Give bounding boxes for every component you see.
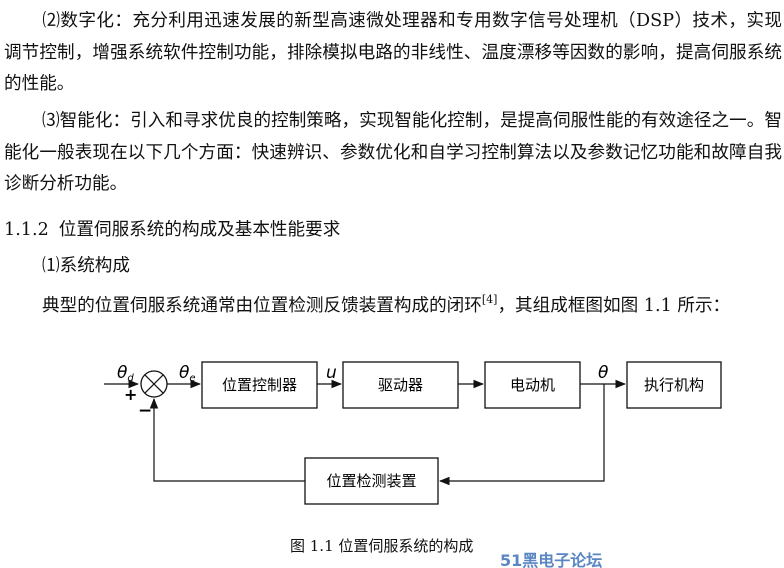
paragraph-typical-system: 典型的位置伺服系统通常由位置检测反馈装置构成的闭环[4]，其组成框图如图 1.1… xyxy=(4,284,782,323)
sign-minus: − xyxy=(138,401,152,421)
section-number: 1.1.2 xyxy=(4,220,49,240)
citation-ref[interactable]: [4] xyxy=(481,293,498,306)
label-driver: 驱动器 xyxy=(378,376,423,394)
block-driver xyxy=(342,361,459,409)
paragraph-typical-text: 典型的位置伺服系统通常由位置检测反馈装置构成的闭环 xyxy=(42,296,482,316)
block-diagram: 位置控制器 驱动器 电动机 执行机构 位置检测装置 θd θe u θ + − xyxy=(104,361,722,505)
feedback-down-line xyxy=(438,384,605,486)
paragraph-intelligence: ⑶智能化：引入和寻求优良的控制策略，实现智能化控制，是提高伺服性能的有效途径之一… xyxy=(4,106,782,201)
figure-caption: 图 1.1 位置伺服系统的构成 xyxy=(290,537,474,555)
section-heading: 1.1.2 位置伺服系统的构成及基本性能要求 xyxy=(4,216,340,244)
section-title: 位置伺服系统的构成及基本性能要求 xyxy=(58,220,341,240)
label-actuator: 执行机构 xyxy=(644,376,704,394)
signal-control-u: u xyxy=(326,363,337,383)
paragraph-digitization-text: ⑵数字化：充分利用迅速发展的新型高速微处理器和专用数字信号处理机（DSP）技术，… xyxy=(4,11,782,94)
label-motor: 电动机 xyxy=(510,376,555,394)
block-position-controller xyxy=(201,361,318,409)
feedback-return-line xyxy=(149,397,305,482)
block-motor xyxy=(484,361,581,409)
label-position-sensor: 位置检测装置 xyxy=(326,472,416,490)
subheading-system-composition: ⑴系统构成 xyxy=(42,256,130,276)
summing-junction xyxy=(140,370,168,398)
signal-output-theta: θ xyxy=(598,363,609,383)
signal-error-theta: θe xyxy=(179,363,196,384)
block-actuator xyxy=(626,361,722,409)
paragraph-digitization: ⑵数字化：充分利用迅速发展的新型高速微处理器和专用数字信号处理机（DSP）技术，… xyxy=(4,6,782,101)
watermark-logo: 51黑电子论坛 xyxy=(500,551,603,568)
sign-plus: + xyxy=(124,385,137,404)
block-position-sensor xyxy=(304,457,439,505)
label-position-controller: 位置控制器 xyxy=(222,376,297,394)
signal-input-theta: θd xyxy=(117,363,134,384)
paragraph-typical-text-end: ，其组成框图如图 1.1 所示： xyxy=(497,296,731,316)
paragraph-intelligence-text: ⑶智能化：引入和寻求优良的控制策略，实现智能化控制，是提高伺服性能的有效途径之一… xyxy=(4,111,782,194)
